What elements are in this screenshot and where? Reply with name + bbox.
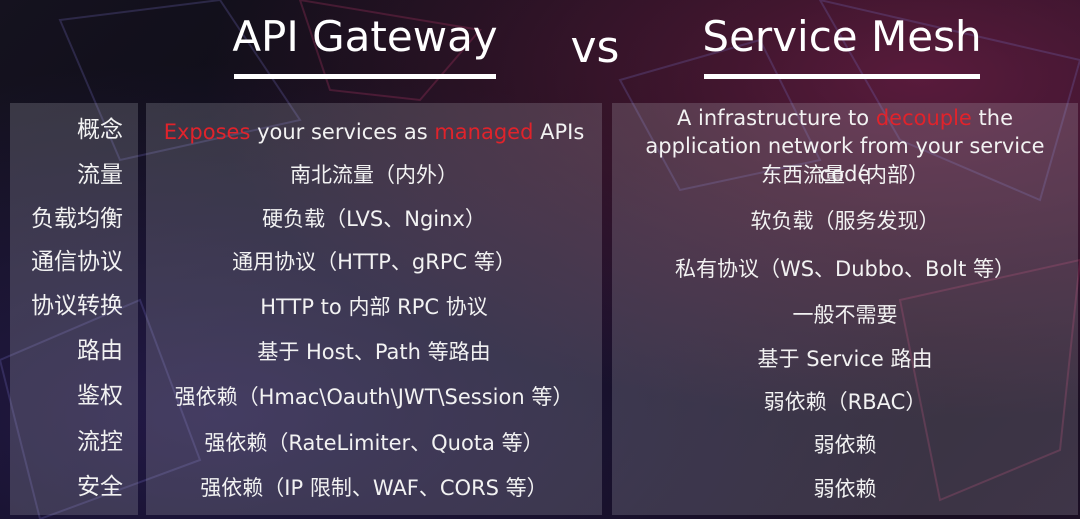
highlight-exposes: Exposes [163,120,251,144]
service-mesh-traffic: 东西流量（内部） [761,163,929,187]
row-label-flow-control: 流控 [77,429,123,455]
row-label-protocol: 通信协议 [31,249,123,275]
service-mesh-security: 弱依赖 [813,477,877,501]
api-gateway-underline [234,74,496,79]
vs-label: vs [570,22,620,73]
row-label-protocol-conversion: 协议转换 [31,293,123,319]
row-label-routing: 路由 [77,338,123,364]
row-label-concept: 概念 [77,117,123,143]
api-gateway-flow-control: 强依赖（RateLimiter、Quota 等） [204,431,544,455]
service-mesh-auth: 弱依赖（RBAC） [763,390,927,414]
api-gateway-routing: 基于 Host、Path 等路由 [257,340,491,364]
api-gateway-protocol: 通用协议（HTTP、gRPC 等） [232,250,516,274]
service-mesh-protocol-conversion: 一般不需要 [792,303,898,327]
service-mesh-underline [704,74,980,79]
service-mesh-panel [612,103,1078,515]
service-mesh-concept: A infrastructure to decouple the applica… [645,106,1045,186]
row-label-load-balancing: 负载均衡 [31,206,123,232]
row-label-traffic: 流量 [77,162,123,188]
row-label-auth: 鉴权 [77,383,123,409]
api-gateway-auth: 强依赖（Hmac\Oauth\JWT\Session 等） [174,385,574,409]
api-gateway-security: 强依赖（IP 限制、WAF、CORS 等） [200,476,548,500]
service-mesh-routing: 基于 Service 路由 [757,347,933,371]
row-label-security: 安全 [77,474,123,500]
api-gateway-protocol-conversion: HTTP to 内部 RPC 协议 [260,295,488,319]
service-mesh-protocol: 私有协议（WS、Dubbo、Bolt 等） [674,257,1016,281]
highlight-managed: managed [434,120,534,144]
api-gateway-title: API Gateway [232,12,498,61]
api-gateway-load-balancing: 硬负载（LVS、Nginx） [262,207,486,231]
labels-panel [10,103,138,515]
service-mesh-title: Service Mesh [702,12,982,61]
service-mesh-load-balancing: 软负载（服务发现） [750,209,940,233]
highlight-decouple: decouple [875,106,972,130]
api-gateway-panel [146,103,602,515]
service-mesh-flow-control: 弱依赖 [813,433,877,457]
api-gateway-concept: Exposes your services as managed APIs [163,120,585,144]
api-gateway-traffic: 南北流量（内外） [290,163,458,187]
